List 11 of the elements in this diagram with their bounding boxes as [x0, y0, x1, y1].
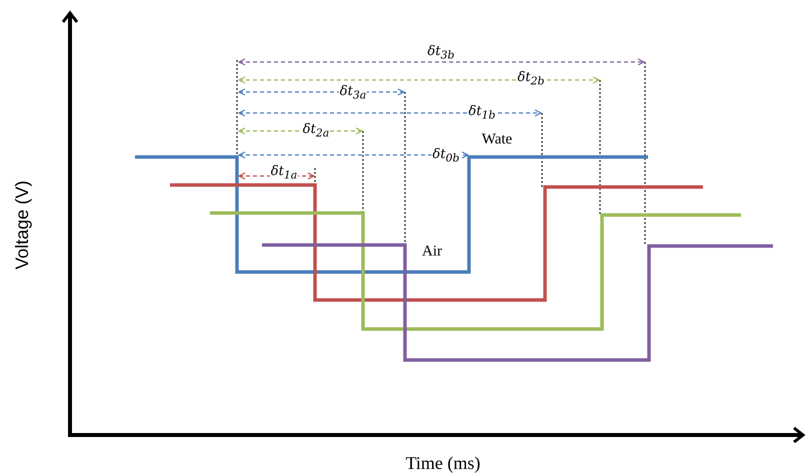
interval-label: δt$_{3b}$: [426, 44, 456, 62]
medium-label: Air: [422, 244, 442, 260]
interval-label: δt$_{0b}$: [432, 148, 460, 164]
interval-label: δt$_{1b}$: [468, 104, 496, 122]
axis-title: Voltage (V): [13, 180, 31, 270]
axis-title: Time (ms): [406, 454, 480, 472]
medium-label: Wate: [482, 132, 512, 148]
interval-label: δt$_{1a}$: [270, 164, 298, 182]
interval-label: δt$_{2b}$: [516, 70, 546, 88]
interval-label: δt$_{2a}$: [302, 122, 330, 140]
interval-label: δt$_{3a}$: [338, 84, 368, 102]
